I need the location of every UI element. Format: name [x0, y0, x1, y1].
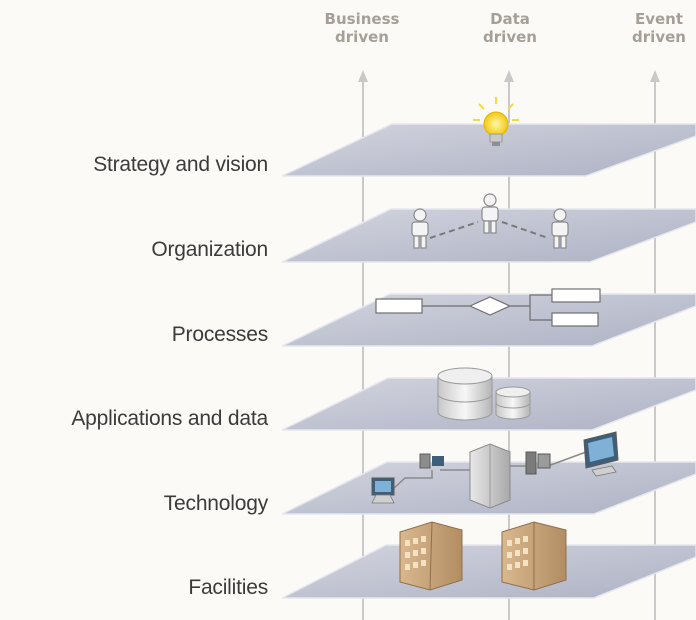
people-icon — [411, 193, 569, 249]
database-icon — [437, 367, 531, 421]
layer-label-strategy: Strategy and vision — [93, 153, 268, 176]
column-header-business-line1: Business — [324, 10, 400, 28]
column-header-event: Event driven — [604, 10, 696, 46]
axis-event — [650, 70, 660, 620]
column-header-event-line1: Event — [634, 10, 684, 28]
column-header-data-line2: driven — [483, 28, 537, 46]
column-header-business-line2: driven — [335, 28, 389, 46]
layer-label-processes: Processes — [171, 323, 268, 346]
column-header-data: Data driven — [455, 10, 565, 46]
column-header-data-line1: Data — [490, 10, 530, 28]
column-header-business: Business driven — [307, 10, 417, 46]
column-header-event-line2: driven — [632, 28, 686, 46]
layer-label-facilities: Facilities — [188, 576, 268, 599]
building-icon — [399, 521, 567, 591]
network-icon — [371, 431, 619, 509]
plane-organization — [281, 208, 696, 263]
layer-label-organization: Organization — [151, 238, 268, 261]
plane-strategy — [281, 123, 696, 177]
lightbulb-icon — [473, 97, 519, 146]
process-flow-icon — [375, 288, 601, 327]
plane-facilities — [281, 544, 696, 599]
layer-label-technology: Technology — [163, 492, 268, 515]
layer-label-applications: Applications and data — [71, 407, 268, 430]
